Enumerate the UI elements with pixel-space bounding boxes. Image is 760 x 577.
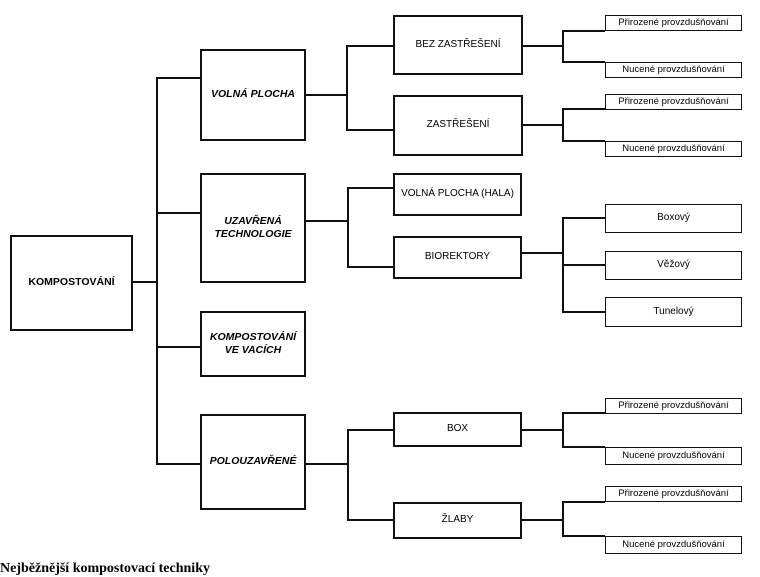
aeration-forced: Nucené provzdušňování (605, 141, 742, 157)
figure-caption: Nejběžnější kompostovací techniky (0, 561, 210, 576)
subtype-zastreseni: ZASTŘEŠENÍ (393, 95, 523, 156)
subtype-bez-zastreseni: BEZ ZASTŘEŠENÍ (393, 15, 523, 75)
root-node-kompostovani: KOMPOSTOVÁNÍ (10, 235, 133, 331)
aeration-forced: Nucené provzdušňování (605, 447, 742, 465)
reactor-type-tunelovy: Tunelový (605, 297, 742, 327)
aeration-natural: Přirozené provzdušňování (605, 15, 742, 31)
reactor-type-vezovy: Věžový (605, 251, 742, 280)
reactor-type-boxovy: Boxový (605, 204, 742, 233)
aeration-forced: Nucené provzdušňování (605, 536, 742, 554)
category-polouzavrene: POLOUZAVŘENÉ (200, 414, 306, 510)
category-uzavrena-technologie: UZAVŘENÁ TECHNOLOGIE (200, 173, 306, 283)
category-volna-plocha: VOLNÁ PLOCHA (200, 49, 306, 141)
aeration-natural: Přirozené provzdušňování (605, 398, 742, 414)
aeration-forced: Nucené provzdušňování (605, 62, 742, 78)
subtype-volna-plocha-hala: VOLNÁ PLOCHA (HALA) (393, 173, 522, 216)
subtype-zlaby: ŽLABY (393, 502, 522, 539)
aeration-natural: Přirozené provzdušňování (605, 94, 742, 110)
subtype-box: BOX (393, 412, 522, 447)
aeration-natural: Přirozené provzdušňování (605, 486, 742, 502)
subtype-biorektory: BIOREKTORY (393, 236, 522, 279)
category-kompostovani-ve-vacich: KOMPOSTOVÁNÍ VE VACÍCH (200, 311, 306, 377)
